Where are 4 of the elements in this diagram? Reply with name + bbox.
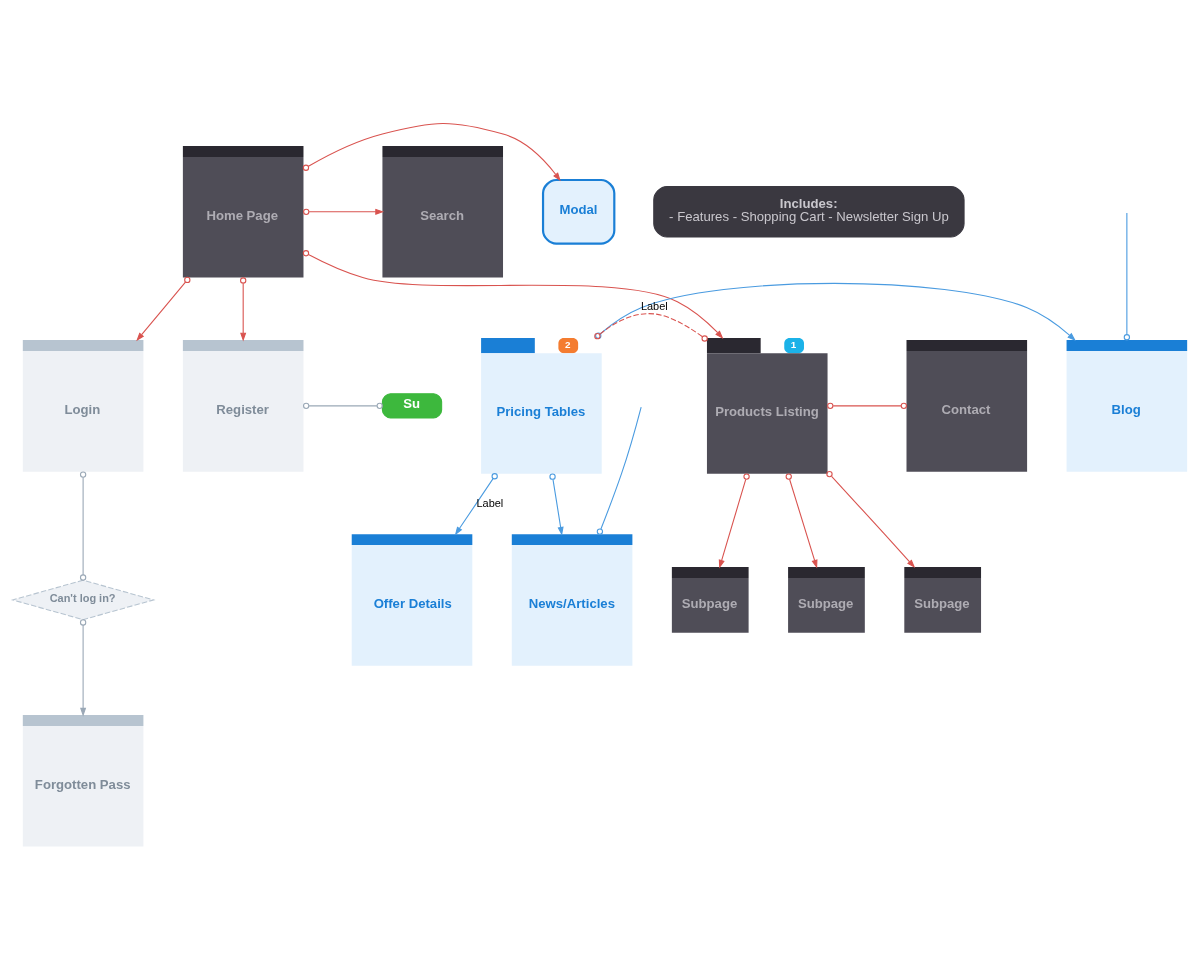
node-label: 2 xyxy=(564,338,571,350)
edge-label: Label xyxy=(640,300,668,313)
edge-label: Label xyxy=(476,496,504,509)
node-label: 1 xyxy=(790,338,797,350)
